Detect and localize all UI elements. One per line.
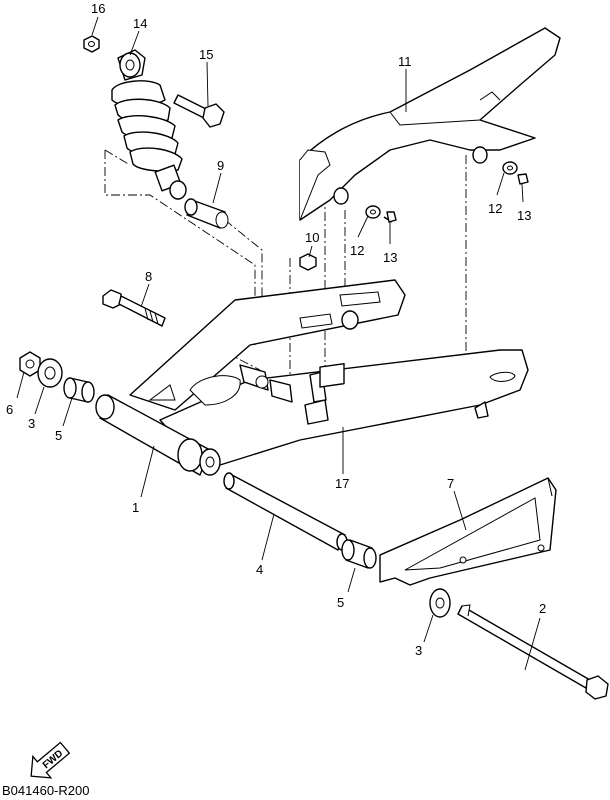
callout-16: 16: [91, 1, 105, 16]
nut-10: [299, 253, 317, 271]
bushing-5-right: [341, 539, 377, 569]
callout-12a: 12: [488, 201, 502, 216]
bolt-8: [102, 289, 166, 327]
callout-8: 8: [145, 269, 152, 284]
fwd-arrow-icon: FWD: [30, 741, 71, 779]
callout-14: 14: [133, 16, 147, 31]
callout-6: 6: [6, 402, 13, 417]
callout-13a: 13: [517, 208, 531, 223]
washer-3-left: [37, 358, 63, 388]
chain-case: [299, 27, 561, 221]
callout-4: 4: [256, 562, 263, 577]
pivot-shaft-4: [223, 472, 348, 551]
bushing-5-left: [63, 377, 95, 403]
callout-5b: 5: [337, 595, 344, 610]
chain-case-fasteners: [333, 146, 529, 223]
callout-5a: 5: [55, 428, 62, 443]
callout-7: 7: [447, 476, 454, 491]
callout-2: 2: [539, 601, 546, 616]
diagram-code: B041460-R200: [2, 783, 89, 798]
callout-1: 1: [132, 500, 139, 515]
nut-6: [19, 351, 41, 377]
long-bolt-2: [457, 604, 609, 700]
label-17: [319, 362, 345, 388]
callout-13b: 13: [383, 250, 397, 265]
washer-3-right: [429, 588, 451, 618]
callout-9: 9: [217, 158, 224, 173]
callout-3a: 3: [28, 416, 35, 431]
collar-9: [184, 198, 229, 229]
callout-15: 15: [199, 47, 213, 62]
callout-11: 11: [398, 54, 412, 69]
callout-12b: 12: [350, 243, 364, 258]
rear-shock-absorber: [111, 49, 187, 200]
shock-bolt-15: [173, 94, 225, 128]
callout-10: 10: [305, 230, 319, 245]
leader-lines: [16, 16, 541, 671]
callout-17: 17: [335, 476, 349, 491]
nut-16: [83, 35, 100, 53]
callout-numbers: 16 14 15 11 9 12 13 12 13 10 8 6 3 5 17 …: [6, 1, 546, 658]
chain-protector-7: [379, 477, 557, 586]
callout-3b: 3: [415, 643, 422, 658]
alignment-lines: [104, 149, 467, 390]
rear-arm: [95, 279, 529, 476]
